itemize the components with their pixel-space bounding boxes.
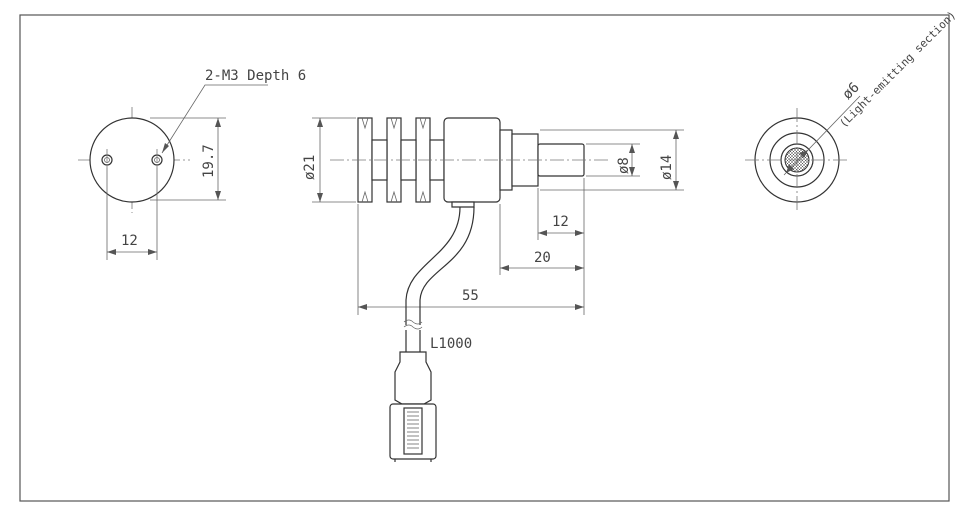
end-height-dimension: 19.7 <box>201 144 217 178</box>
body-diameter-dimension: ø21 <box>302 155 318 180</box>
nose-length-dimension: 20 <box>534 250 551 266</box>
tip-length-dimension: 12 <box>552 214 569 230</box>
emitter-note: (Light-emitting section) <box>837 9 959 131</box>
end-width-dimension: 12 <box>121 233 138 249</box>
end-view: 2-M3 Depth 6 12 19.7 <box>78 68 306 260</box>
shoulder-diameter-dimension: ø14 <box>659 155 675 180</box>
thread-callout: 2-M3 Depth 6 <box>205 68 306 84</box>
tip-diameter-dimension: ø8 <box>616 157 632 174</box>
cable-length-callout: L1000 <box>430 336 472 352</box>
connector <box>389 351 437 462</box>
overall-length-dimension: 55 <box>462 288 479 304</box>
side-view: ø21 ø8 ø14 12 20 55 <box>302 117 684 462</box>
front-view: ø6 (Light-emitting section) <box>745 9 959 212</box>
drawing-frame <box>19 14 950 502</box>
cable <box>405 206 461 325</box>
end-view-body <box>89 117 175 203</box>
